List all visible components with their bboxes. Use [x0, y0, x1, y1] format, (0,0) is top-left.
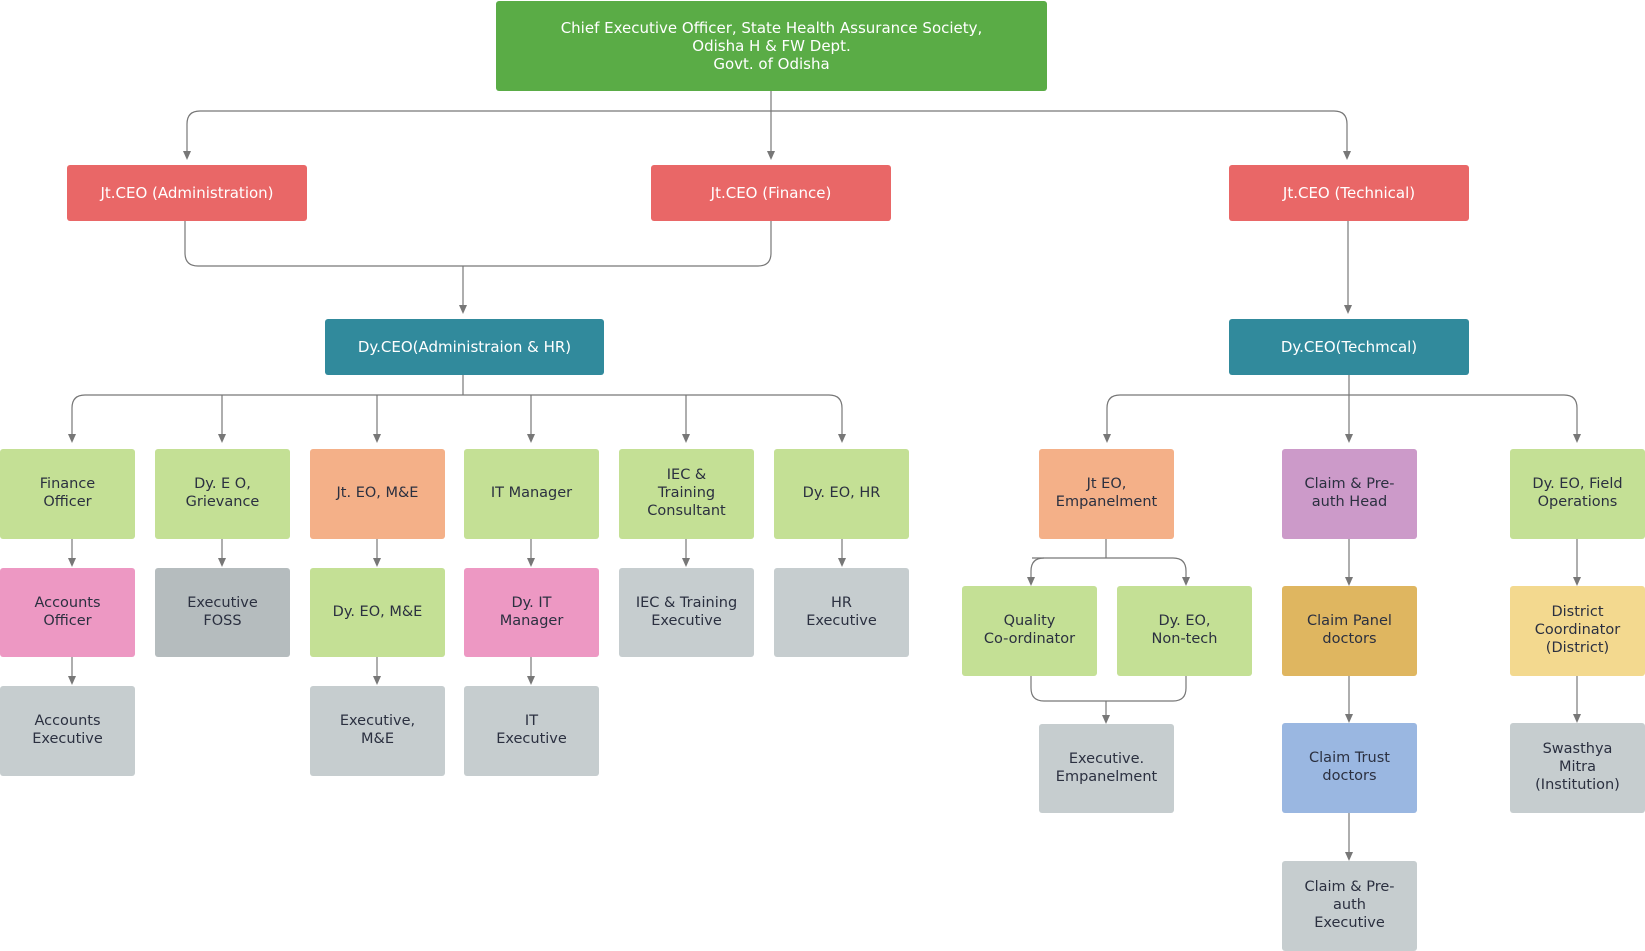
node-jt-ceo-administration: Jt.CEO (Administration): [67, 165, 307, 221]
node-quality-coordinator: Quality Co-ordinator: [962, 586, 1097, 676]
connector-empanelment-split: [1032, 557, 1187, 572]
node-dy-eo-field-operations: Dy. EO, Field Operations: [1510, 449, 1645, 539]
node-finance-officer: Finance Officer: [0, 449, 135, 539]
node-dy-eo-hr: Dy. EO, HR: [774, 449, 909, 539]
node-dy-it-manager: Dy. IT Manager: [464, 568, 599, 657]
connector-to-quality: [1027, 557, 1045, 586]
node-district-coordinator: District Coordinator (District): [1510, 586, 1645, 676]
node-it-manager: IT Manager: [464, 449, 599, 539]
node-hr-executive: HR Executive: [774, 568, 909, 657]
connector-ceo-to-jt-admin: [183, 110, 771, 160]
node-claim-preauth-executive: Claim & Pre- auth Executive: [1282, 861, 1417, 951]
node-ceo: Chief Executive Officer, State Health As…: [496, 1, 1047, 91]
connector-to-finance-officer: [68, 394, 86, 443]
node-it-executive: IT Executive: [464, 686, 599, 776]
connector-ceo-to-jt-technical: [771, 110, 1351, 160]
node-claim-panel-doctors: Claim Panel doctors: [1282, 586, 1417, 676]
node-jt-ceo-technical: Jt.CEO (Technical): [1229, 165, 1469, 221]
node-dy-ceo-technical: Dy.CEO(Techmcal): [1229, 319, 1469, 375]
node-executive-foss: Executive FOSS: [155, 568, 290, 657]
node-executive-empanelment: Executive. Empanelment: [1039, 724, 1174, 813]
node-jt-eo-me: Jt. EO, M&E: [310, 449, 445, 539]
node-swasthya-mitra: Swasthya Mitra (Institution): [1510, 723, 1645, 813]
connector-quality-nontech-merge: [1030, 676, 1187, 702]
node-dy-eo-nontech: Dy. EO, Non-tech: [1117, 586, 1252, 676]
node-iec-training-executive: IEC & Training Executive: [619, 568, 754, 657]
node-dy-ceo-admin-hr: Dy.CEO(Administraion & HR): [325, 319, 604, 375]
node-accounts-executive: Accounts Executive: [0, 686, 135, 776]
connector-dy-tech-bus: [1120, 394, 1578, 409]
node-jt-ceo-finance: Jt.CEO (Finance): [651, 165, 891, 221]
node-jt-eo-empanelment: Jt EO, Empanelment: [1039, 449, 1174, 539]
node-claim-preauth-head: Claim & Pre- auth Head: [1282, 449, 1417, 539]
connector-to-jt-eo-empanelment: [1103, 394, 1121, 443]
node-accounts-officer: Accounts Officer: [0, 568, 135, 657]
connector-dy-admin-bus: [85, 394, 843, 409]
node-iec-training-consultant: IEC & Training Consultant: [619, 449, 754, 539]
connector-jt-merge: [184, 221, 772, 267]
node-claim-trust-doctors: Claim Trust doctors: [1282, 723, 1417, 813]
node-dy-eo-me: Dy. EO, M&E: [310, 568, 445, 657]
node-executive-me: Executive, M&E: [310, 686, 445, 776]
node-dy-eo-grievance: Dy. E O, Grievance: [155, 449, 290, 539]
